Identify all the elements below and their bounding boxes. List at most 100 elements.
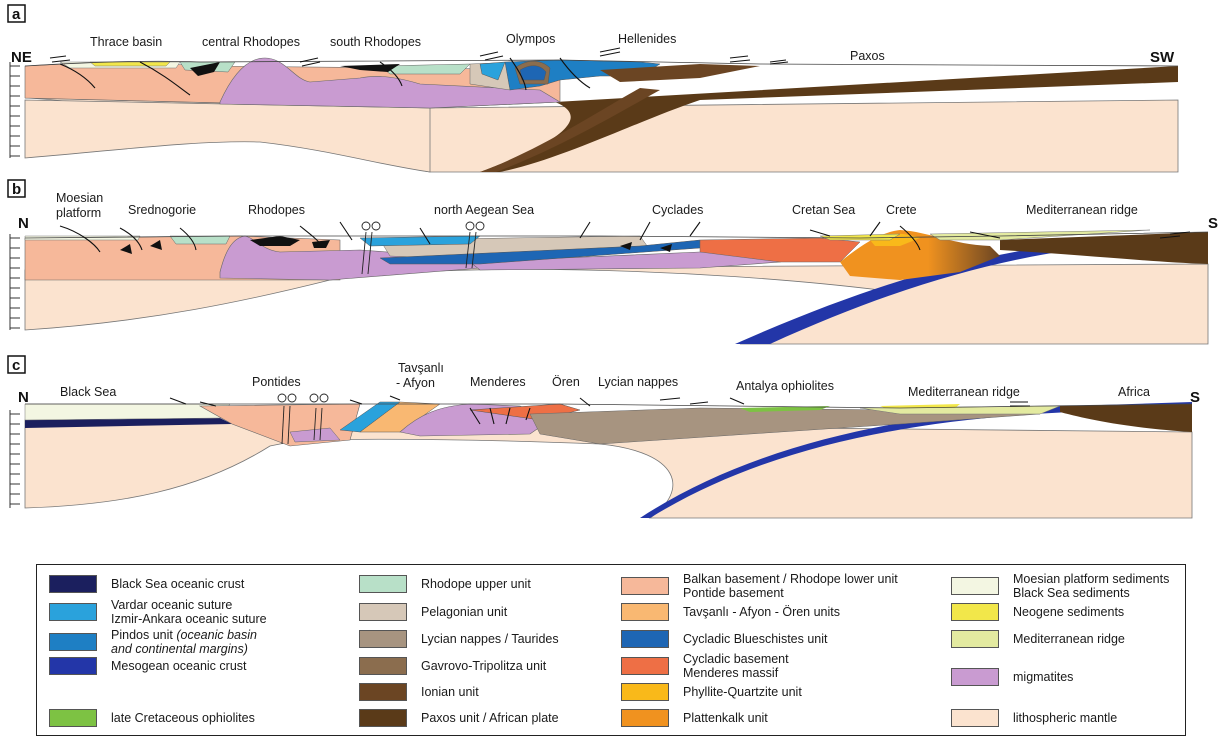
legend-swatch [49, 657, 97, 675]
legend: Black Sea oceanic crust Vardar oceanic s… [36, 564, 1186, 736]
legend-item: Black Sea oceanic crust [49, 575, 244, 593]
panel-c-label-6: Antalya ophiolites [736, 379, 834, 393]
legend-swatch [951, 709, 999, 727]
legend-item: Lycian nappes / Taurides [359, 630, 559, 648]
panel-c: c N S [8, 356, 1200, 518]
legend-item: Pindos unit (oceanic basin and continent… [49, 633, 257, 651]
legend-item: lithospheric mantle [951, 709, 1117, 727]
legend-text-main: Pindos unit [111, 628, 173, 642]
legend-swatch [49, 603, 97, 621]
panel-a-label-0: Thrace basin [90, 35, 162, 49]
legend-text: late Cretaceous ophiolites [111, 711, 255, 725]
panel-c-label-4: Ören [552, 375, 580, 389]
legend-text: Cycladic basement Menderes massif [683, 652, 789, 680]
cross-sections-figure: a NE SW [0, 0, 1224, 560]
legend-item: Cycladic Blueschistes unit [621, 630, 828, 648]
legend-item: Cycladic basement Menderes massif [621, 657, 789, 675]
panel-b-rhodope-upper [170, 236, 230, 244]
panel-a-label-2: south Rhodopes [330, 35, 421, 49]
legend-item: Vardar oceanic suture Izmir-Ankara ocean… [49, 603, 267, 621]
panel-b-label-7: Mediterranean ridge [1026, 203, 1138, 217]
legend-swatch [49, 709, 97, 727]
panel-a-mantle-lower [25, 100, 430, 172]
legend-item: Mesogean oceanic crust [49, 657, 247, 675]
panel-a-right-end: SW [1150, 49, 1175, 66]
legend-item: Rhodope upper unit [359, 575, 531, 593]
legend-text: migmatites [1013, 670, 1073, 684]
legend-item: late Cretaceous ophiolites [49, 709, 255, 727]
panel-b-depth-scale [10, 234, 20, 330]
panel-b-right-end: S [1208, 215, 1218, 232]
legend-text: Black Sea oceanic crust [111, 577, 244, 591]
legend-swatch [359, 657, 407, 675]
panel-b-label-5: Cretan Sea [792, 203, 855, 217]
legend-text: Tavşanlı - Afyon - Ören units [683, 605, 840, 619]
legend-swatch [621, 683, 669, 701]
legend-item: Neogene sediments [951, 603, 1124, 621]
legend-text: Cycladic Blueschistes unit [683, 632, 828, 646]
legend-item: Gavrovo-Tripolitza unit [359, 657, 546, 675]
legend-item: Balkan basement / Rhodope lower unit Pon… [621, 577, 898, 595]
legend-swatch [951, 668, 999, 686]
legend-text: Balkan basement / Rhodope lower unit Pon… [683, 572, 898, 600]
panel-b-label-2: Rhodopes [248, 203, 305, 217]
legend-swatch [621, 577, 669, 595]
legend-text: Mediterranean ridge [1013, 632, 1125, 646]
legend-item: Phyllite-Quartzite unit [621, 683, 802, 701]
panel-a-letter: a [12, 6, 21, 23]
panel-c-label-3: Menderes [470, 375, 526, 389]
legend-text: Vardar oceanic suture Izmir-Ankara ocean… [111, 598, 267, 626]
panel-c-letter: c [12, 357, 20, 374]
panel-b-label-4: Cyclades [652, 203, 703, 217]
panel-a-label-3: Olympos [506, 32, 555, 46]
legend-text: Pelagonian unit [421, 605, 507, 619]
legend-item: Pelagonian unit [359, 603, 507, 621]
panel-b-letter: b [12, 181, 21, 198]
legend-swatch [359, 683, 407, 701]
legend-item: Paxos unit / African plate [359, 709, 559, 727]
panel-b: b N S [8, 180, 1218, 344]
panel-c-label-1: Pontides [252, 375, 301, 389]
panel-c-africa [1060, 404, 1192, 432]
legend-swatch [49, 633, 97, 651]
legend-swatch [621, 603, 669, 621]
panel-a-label-1: central Rhodopes [202, 35, 300, 49]
panel-b-label-3: north Aegean Sea [434, 203, 534, 217]
panel-a: a NE SW [8, 5, 1178, 172]
legend-swatch [49, 575, 97, 593]
legend-text: Ionian unit [421, 685, 479, 699]
legend-text: Neogene sediments [1013, 605, 1124, 619]
legend-swatch [621, 657, 669, 675]
panel-b-left-end: N [18, 215, 29, 232]
panel-c-labels: Black Sea Pontides Tavşanlı- Afyon Mende… [60, 361, 1150, 399]
legend-item: Plattenkalk unit [621, 709, 768, 727]
panel-c-left-end: N [18, 389, 29, 406]
legend-item: Ionian unit [359, 683, 479, 701]
panel-b-label-6: Crete [886, 203, 917, 217]
legend-text: lithospheric mantle [1013, 711, 1117, 725]
legend-item: Mediterranean ridge [951, 630, 1125, 648]
panel-c-black-sea-sediments [25, 404, 230, 420]
legend-text: Paxos unit / African plate [421, 711, 559, 725]
panel-c-label-5: Lycian nappes [598, 375, 678, 389]
panel-c-label-0: Black Sea [60, 385, 116, 399]
panel-c-label-8: Africa [1118, 385, 1150, 399]
legend-text: Rhodope upper unit [421, 577, 531, 591]
legend-swatch [951, 603, 999, 621]
panel-b-label-1: Srednogorie [128, 203, 196, 217]
legend-text: Plattenkalk unit [683, 711, 768, 725]
panel-a-depth-scale [10, 62, 20, 158]
legend-swatch [359, 603, 407, 621]
legend-swatch [359, 630, 407, 648]
legend-swatch [951, 630, 999, 648]
panel-c-label-2: Tavşanlı- Afyon [396, 361, 444, 390]
panel-a-labels: Thrace basin central Rhodopes south Rhod… [90, 32, 885, 63]
legend-item: Tavşanlı - Afyon - Ören units [621, 603, 840, 621]
panel-a-left-end: NE [11, 49, 32, 66]
legend-text: Phyllite-Quartzite unit [683, 685, 802, 699]
legend-text: Pindos unit (oceanic basin and continent… [111, 628, 257, 656]
panel-a-label-5: Paxos [850, 49, 885, 63]
legend-text: Gavrovo-Tripolitza unit [421, 659, 546, 673]
